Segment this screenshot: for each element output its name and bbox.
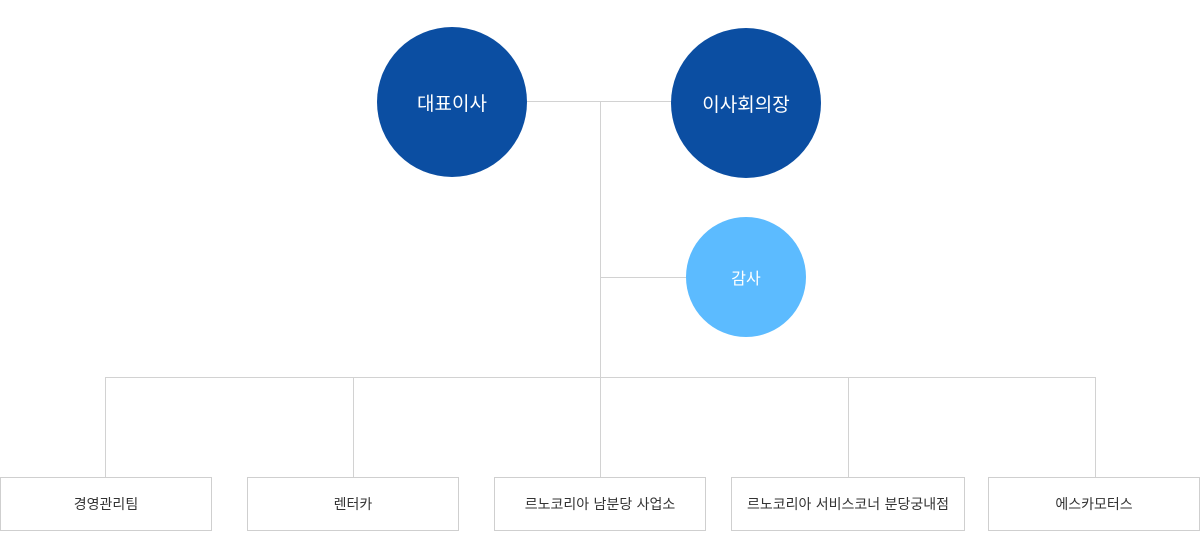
department-label: 렌터카 [333, 497, 373, 513]
department-label: 르노코리아 서비스코너 분당궁내점 [746, 497, 950, 513]
department-renault-nambundang: 르노코리아 남분당 사업소 [494, 477, 706, 531]
connector-auditor [600, 277, 688, 278]
department-management-team: 경영관리팀 [0, 477, 212, 531]
auditor-node: 감사 [686, 217, 806, 337]
department-label: 에스카모터스 [1055, 497, 1133, 513]
ceo-label: 대표이사 [417, 92, 487, 115]
connector-drop-2 [353, 377, 354, 477]
connector-trunk [600, 101, 601, 377]
connector-drop-3 [600, 377, 601, 477]
department-renault-service-corner: 르노코리아 서비스코너 분당궁내점 [731, 477, 965, 531]
department-label: 르노코리아 남분당 사업소 [524, 497, 676, 513]
auditor-label: 감사 [731, 269, 761, 288]
ceo-node: 대표이사 [377, 27, 527, 177]
chairman-node: 이사회의장 [671, 28, 821, 178]
connector-ceo-chairman [526, 101, 672, 102]
department-rental-car: 렌터카 [247, 477, 459, 531]
connector-drop-4 [848, 377, 849, 477]
chairman-label: 이사회의장 [702, 93, 790, 116]
connector-drop-1 [105, 377, 106, 477]
department-esca-motors: 에스카모터스 [988, 477, 1200, 531]
connector-drop-5 [1095, 377, 1096, 477]
department-label: 경영관리팀 [73, 497, 139, 513]
